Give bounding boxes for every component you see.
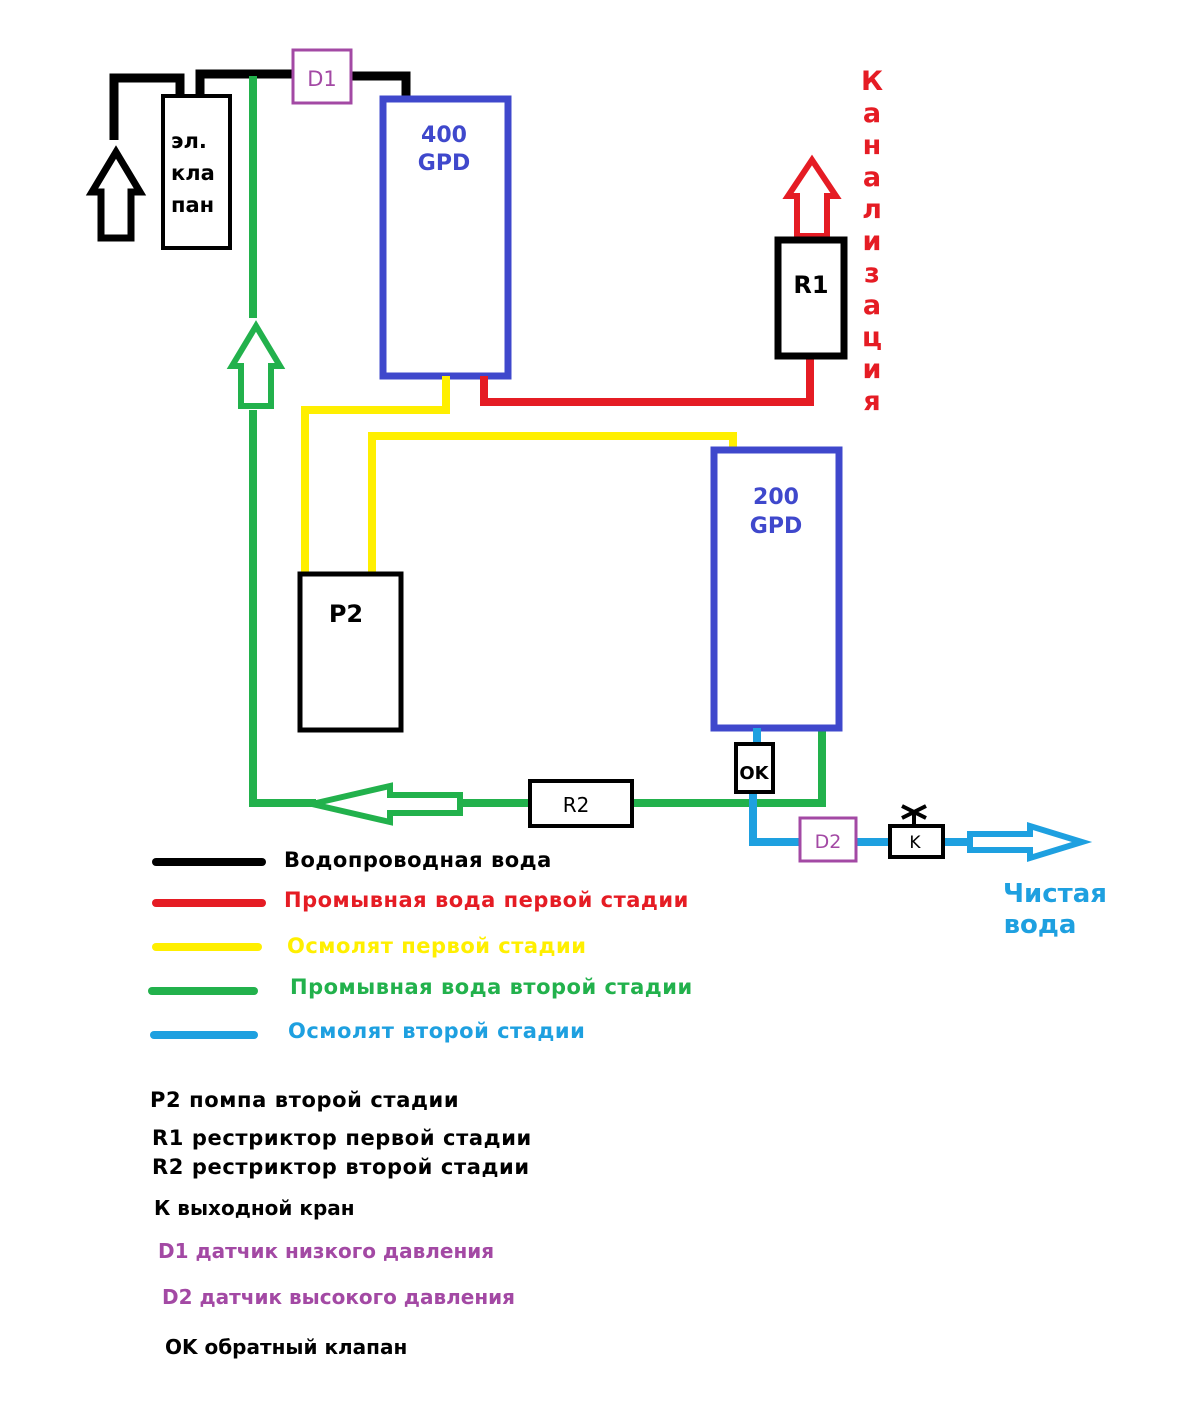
legend-label-flush2: Промывная вода второй стадии [290, 975, 693, 999]
clean-water-label-2: вода [1004, 910, 1077, 940]
drain-letter: н [863, 130, 882, 161]
p2-pump-box [297, 571, 404, 733]
electric-valve-box [161, 94, 232, 250]
valve-label-1: эл. [171, 129, 207, 153]
tap-water-line [109, 69, 411, 140]
drain-letter: и [863, 226, 882, 257]
drain-letter: я [863, 386, 880, 417]
note-ok: OK обратный клапан [165, 1335, 408, 1359]
permeate2-line [749, 728, 968, 846]
d2-sensor-box [798, 816, 858, 863]
legend-label-flush1: Промывная вода первой стадии [284, 888, 689, 912]
note-d1: D1 датчик низкого давления [158, 1239, 495, 1263]
valve-label-3: пан [171, 193, 214, 217]
valve-label-2: кла [171, 161, 215, 185]
legend-label-tap: Водопроводная вода [284, 848, 552, 872]
clean-water-label-1: Чистая [1003, 879, 1107, 909]
ok-label: OK [739, 763, 769, 784]
legend-label-permeate2: Осмолят второй стадии [288, 1019, 586, 1043]
membrane1-label-1: 400 [421, 123, 467, 148]
note-r1: R1 рестриктор первой стадии [152, 1126, 532, 1150]
drain-letter: ц [862, 322, 882, 353]
k-label: K [909, 833, 921, 853]
drain-letter: л [862, 194, 882, 225]
drain-arrow [782, 154, 842, 239]
note-p2: P2 помпа второй стадии [150, 1088, 460, 1112]
inlet-arrow [85, 145, 147, 242]
r2-label: R2 [563, 793, 590, 817]
permeate1-line [301, 376, 737, 574]
tap-handle-icon [901, 804, 927, 826]
membrane-400-box [379, 95, 512, 380]
flush2-line [249, 76, 826, 807]
drain-letter: а [863, 98, 881, 129]
flush1-line [480, 356, 814, 406]
drain-letter: а [863, 290, 881, 321]
note-d2: D2 датчик высокого давления [162, 1285, 515, 1309]
membrane1-label-2: GPD [418, 151, 470, 176]
d1-label: D1 [307, 67, 337, 91]
membrane2-label-2: GPD [750, 514, 802, 539]
drain-letter: и [863, 354, 882, 385]
d1-sensor-box [291, 48, 353, 105]
drain-label: К а н а л и з а ц и я [861, 66, 883, 417]
k-tap-box [888, 824, 945, 859]
legend-swatches [148, 858, 266, 1039]
clean-water-arrow [967, 821, 1093, 863]
d2-label: D2 [815, 831, 842, 853]
ok-check-valve-box [734, 742, 775, 794]
membrane-200-box [710, 446, 843, 732]
p2-label: P2 [329, 600, 363, 628]
drain-letter: з [864, 258, 880, 289]
legend-label-permeate1: Осмолят первой стадии [287, 934, 587, 958]
r1-restrictor-box [774, 236, 848, 360]
r1-label: R1 [793, 271, 828, 299]
drain-letter: а [863, 162, 881, 193]
flush2-up-arrow [226, 320, 286, 409]
membrane2-label-1: 200 [753, 485, 799, 510]
drain-letter: К [861, 66, 883, 97]
note-r2: R2 рестриктор второй стадии [152, 1155, 530, 1179]
note-k: К выходной кран [154, 1196, 355, 1220]
flush2-left-arrow [311, 782, 463, 826]
r2-restrictor-box [528, 779, 634, 828]
